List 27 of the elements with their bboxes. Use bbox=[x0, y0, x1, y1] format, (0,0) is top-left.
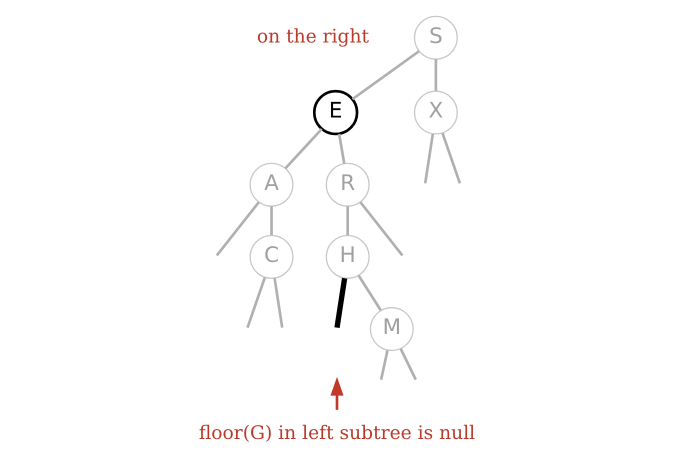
node-text: floor(G) in left subtree is null bbox=[198, 423, 475, 444]
node-circle: R bbox=[325, 162, 370, 207]
node-circle: S bbox=[413, 16, 458, 60]
connector bbox=[337, 134, 346, 164]
node-circle: E bbox=[312, 90, 358, 136]
node-circle: H bbox=[325, 234, 370, 279]
node-circle: C bbox=[248, 234, 294, 279]
connector bbox=[379, 350, 388, 380]
connector bbox=[423, 134, 434, 184]
connector bbox=[351, 50, 420, 100]
node-circle: A bbox=[248, 162, 294, 207]
node-circle: M bbox=[369, 307, 414, 352]
connector bbox=[272, 278, 284, 328]
connector bbox=[215, 201, 260, 256]
connector bbox=[434, 59, 437, 91]
connector bbox=[270, 206, 272, 236]
label: on the right bbox=[256, 26, 369, 48]
connector bbox=[246, 277, 266, 328]
connector bbox=[334, 278, 347, 328]
arrow bbox=[330, 376, 344, 410]
connector bbox=[284, 128, 322, 170]
connector bbox=[399, 348, 416, 380]
connector bbox=[356, 274, 382, 311]
connector bbox=[358, 201, 403, 256]
node-circle: X bbox=[413, 90, 458, 135]
connector bbox=[440, 132, 461, 184]
connector bbox=[346, 206, 349, 236]
